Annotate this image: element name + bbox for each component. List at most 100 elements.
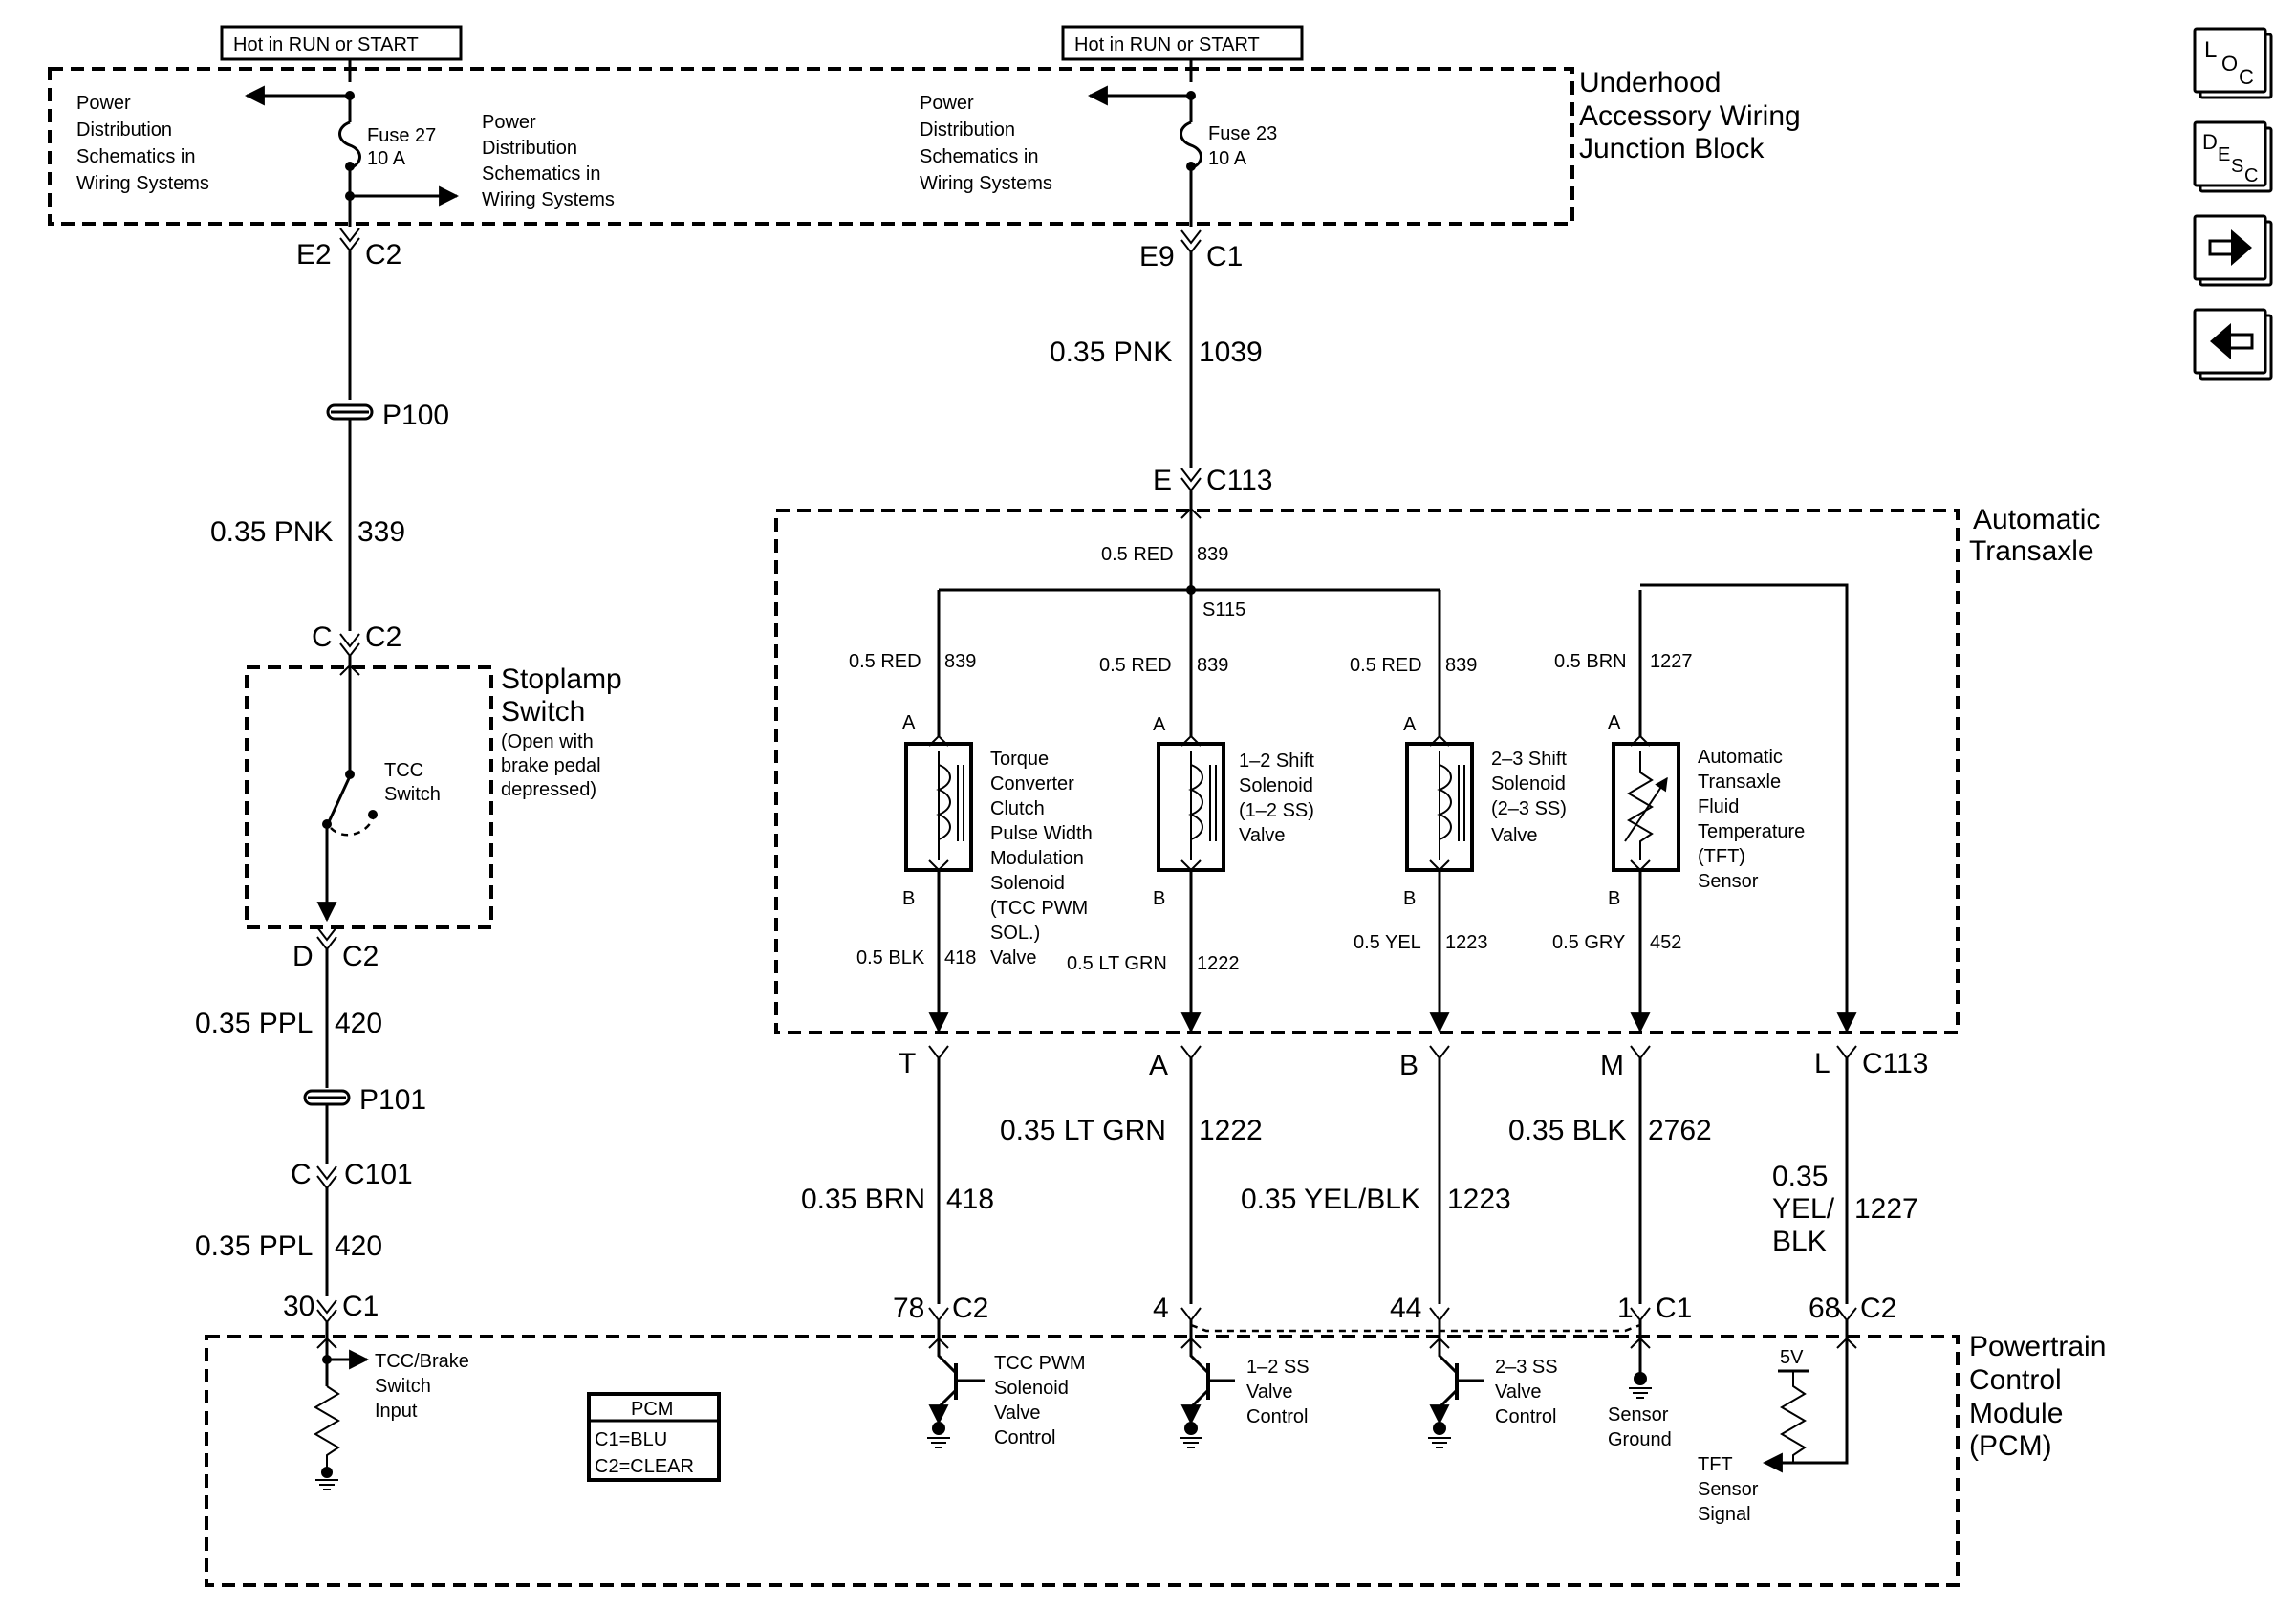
wire-839-top-number: 839 [1197,544,1228,565]
svg-text:Solenoid: Solenoid [994,1378,1069,1399]
svg-text:Fluid: Fluid [1698,796,1739,817]
location-button[interactable]: L O C [2193,27,2273,99]
svg-text:Solenoid: Solenoid [990,873,1065,894]
wire-1222-color: 0.35 LT GRN [1000,1115,1166,1146]
pcm-pin-4: 4 [1153,1293,1169,1324]
splice-s115-label: S115 [1202,599,1245,620]
fuse-23-symbol [1180,120,1202,170]
svg-text:Switch: Switch [375,1376,431,1397]
svg-text:Clutch: Clutch [990,798,1045,819]
ground-symbol-tcc-brake [315,1467,338,1490]
svg-text:Wiring Systems: Wiring Systems [76,173,209,194]
svg-text:Power: Power [482,112,536,133]
wire-1222-number: 1222 [1199,1115,1263,1146]
ss23-driver-transistor: 2–3 SS Valve Control [1428,1320,1558,1448]
svg-text:C: C [2239,65,2254,89]
sensor-ground-circuit: Sensor Ground [1608,1320,1672,1450]
svg-text:Signal: Signal [1698,1504,1751,1525]
ss12-solenoid-desc: 1–2 Shift Solenoid (1–2 SS) Valve [1239,751,1314,846]
forward-button[interactable] [2193,214,2273,287]
svg-text:5V: 5V [1780,1347,1804,1368]
svg-text:Power: Power [920,93,974,114]
svg-text:Sensor: Sensor [1698,871,1759,892]
c113-pin-l: L [1814,1048,1830,1079]
fuse-27-symbol [338,120,361,170]
transaxle-label-1: Automatic [1973,504,2100,535]
svg-text:Pulse Width: Pulse Width [990,823,1093,844]
p101-label: P101 [359,1084,426,1116]
svg-text:Wiring Systems: Wiring Systems [920,173,1052,194]
svg-text:Control: Control [1246,1406,1308,1427]
back-button[interactable] [2193,308,2273,381]
svg-text:Automatic: Automatic [1698,747,1783,768]
svg-text:1–2 Shift: 1–2 Shift [1239,751,1314,772]
svg-text:2–3 SS: 2–3 SS [1495,1357,1558,1378]
svg-text:(TCC PWM: (TCC PWM [990,898,1088,919]
svg-text:Hot in RUN or START: Hot in RUN or START [233,34,419,55]
c113-pin-m: M [1600,1050,1624,1081]
c101-pin: C [291,1159,312,1190]
wire-1227-color-1: 0.35 [1772,1161,1828,1192]
svg-text:O: O [2221,52,2238,76]
svg-text:C: C [2244,165,2258,186]
svg-text:Input: Input [375,1401,418,1422]
pcm-title-4: (PCM) [1969,1430,2052,1462]
wire-339-number: 339 [357,516,405,548]
pcm-pin-1: 1 [1617,1293,1634,1324]
stoplamp-pin-c: C [312,621,333,653]
lower-4-color: 0.5 GRY [1552,932,1625,953]
svg-text:2–3 Shift: 2–3 Shift [1491,749,1567,770]
svg-text:Solenoid: Solenoid [1491,773,1566,794]
wire-2762-color: 0.35 BLK [1508,1115,1626,1146]
stoplamp-note-1: (Open with [501,731,594,752]
lower-1-number: 418 [944,947,976,968]
connector-e2-c2: C2 [365,239,401,271]
svg-text:S: S [2231,156,2243,177]
lower-3-color: 0.5 YEL [1354,932,1421,953]
svg-text:Ground: Ground [1608,1429,1672,1450]
wire-1227-number: 1227 [1854,1193,1918,1225]
stoplamp-switch-title-1: Stoplamp [501,664,622,695]
pcm-pin-68-conn: C2 [1860,1293,1896,1324]
svg-text:(2–3 SS): (2–3 SS) [1491,798,1567,819]
shift-solenoid-1-2 [1157,734,1225,872]
automatic-transaxle-box [774,509,1960,1034]
arrow-right-icon [2208,229,2252,266]
branch-2-number: 839 [1197,655,1228,676]
lower-1-color: 0.5 BLK [856,947,925,968]
pcm-connector-legend: PCM C1=BLU C2=CLEAR [587,1392,721,1482]
arrow-left-icon [2210,323,2254,359]
pcm-module-box [205,1335,1960,1587]
svg-text:D: D [2202,130,2218,154]
stoplamp-note-3: depressed) [501,779,596,800]
c101-conn: C101 [344,1159,413,1190]
svg-text:Schematics in: Schematics in [920,146,1039,167]
stoplamp-note-2: brake pedal [501,755,601,776]
svg-text:Valve: Valve [1246,1382,1293,1403]
svg-text:Distribution: Distribution [482,138,577,159]
svg-text:PCM: PCM [631,1399,673,1420]
stoplamp-pin-c-conn: C2 [365,621,401,653]
transaxle-label-2: Transaxle [1969,535,2094,567]
description-button[interactable]: D E S C [2193,120,2273,193]
hot-in-run-label-right: Hot in RUN or START [1061,25,1304,61]
lower-3-number: 1223 [1445,932,1488,953]
hot-in-run-label-left: Hot in RUN or START [220,25,463,61]
power-dist-note-a: Power Distribution Schematics in Wiring … [76,93,209,194]
wire-2762-number: 2762 [1648,1115,1712,1146]
svg-text:Valve: Valve [1495,1382,1542,1403]
connector-e-c113: C113 [1206,465,1273,496]
svg-text:Control: Control [994,1427,1055,1448]
svg-text:Torque: Torque [990,749,1049,770]
wire-420-color-a: 0.35 PPL [195,1008,313,1039]
branch-2-color: 0.5 RED [1099,655,1172,676]
svg-text:C1=BLU: C1=BLU [595,1429,667,1450]
tft-pin-b: B [1608,888,1620,909]
fuse-23-rating: 10 A [1208,148,1247,169]
tcc-pwm-driver-transistor: TCC PWM Solenoid Valve Control [927,1320,1086,1448]
tft-sensor-thermistor [1612,734,1680,872]
c113-pin-t: T [899,1048,916,1079]
wire-420-number-a: 420 [335,1008,382,1039]
wire-839-top-color: 0.5 RED [1101,544,1174,565]
tcc-pin-a: A [902,712,916,733]
